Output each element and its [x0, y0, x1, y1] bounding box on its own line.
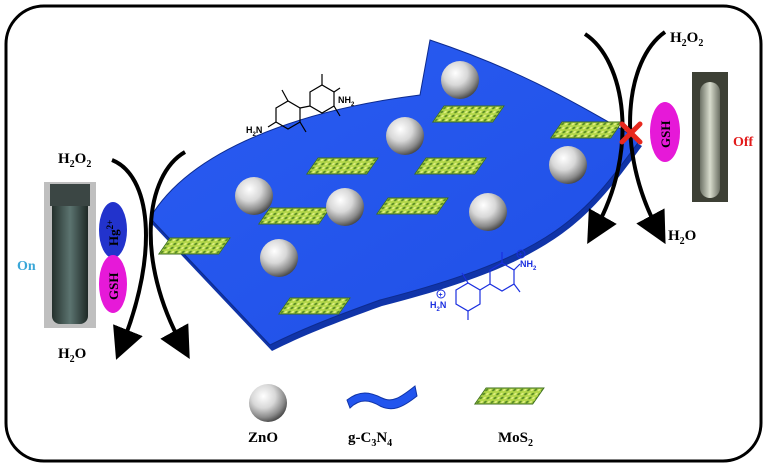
block-x-icon — [619, 121, 643, 145]
mos2-flake — [257, 207, 331, 225]
oxtmb-charge-right: + — [519, 252, 523, 259]
oxtmb-amine-right: NH2 — [520, 259, 537, 272]
left-reaction-arrows — [111, 150, 190, 360]
mos2-flake — [431, 105, 505, 123]
mos2-flake — [375, 197, 449, 215]
left-gsh-label: GSH — [106, 273, 121, 300]
left-h2o2-label: H2O2 — [58, 151, 91, 170]
right-h2o2-label: H2O2 — [670, 30, 703, 49]
legend-zno-icon — [249, 384, 287, 422]
oxtmb-molecule — [455, 252, 521, 320]
legend-mos2-icon — [473, 387, 545, 405]
zno-ball — [235, 177, 273, 215]
zno-ball — [469, 193, 507, 231]
left-status-on: On — [17, 259, 36, 274]
right-vial-photo — [692, 72, 728, 202]
charge-badge — [436, 289, 446, 299]
zno-ball — [441, 61, 479, 99]
right-reaction-arrows — [583, 30, 667, 245]
left-gsh-ellipse — [99, 255, 127, 313]
mos2-flakes — [157, 105, 623, 315]
right-h2o-label: H2O — [668, 228, 696, 247]
legend: ZnO g-C3N4 MoS2 — [248, 384, 545, 449]
hg-ion-ellipse — [99, 202, 127, 258]
right-status-off: Off — [733, 135, 754, 150]
zno-ball — [326, 188, 364, 226]
charge-badge — [516, 249, 526, 259]
left-vial-photo — [44, 182, 96, 328]
oxtmb-charge-left: + — [439, 292, 443, 299]
legend-gcn-icon — [346, 385, 418, 410]
mos2-flake — [413, 157, 487, 175]
mos2-flake — [305, 157, 379, 175]
tmb-molecule — [267, 74, 341, 133]
mos2-flake — [157, 237, 231, 255]
tmb-amine-left: H2N — [246, 125, 262, 138]
tmb-amine-right: NH2 — [338, 95, 355, 108]
left-h2o-label: H2O — [58, 346, 86, 365]
legend-mos2-label: MoS2 — [498, 430, 533, 449]
hg-ion-label: Hg2+ — [105, 220, 121, 246]
legend-gcn-label: g-C3N4 — [348, 430, 392, 449]
zno-ball — [549, 146, 587, 184]
legend-zno-label: ZnO — [248, 430, 278, 446]
mos2-flake — [549, 121, 623, 139]
zno-ball — [386, 117, 424, 155]
zno-ball — [260, 239, 298, 277]
right-gsh-label: GSH — [658, 121, 673, 148]
oxtmb-amine-left: H2N — [430, 300, 446, 313]
right-gsh-ellipse — [650, 102, 680, 162]
mos2-flake — [277, 297, 351, 315]
zno-particles — [235, 61, 587, 277]
